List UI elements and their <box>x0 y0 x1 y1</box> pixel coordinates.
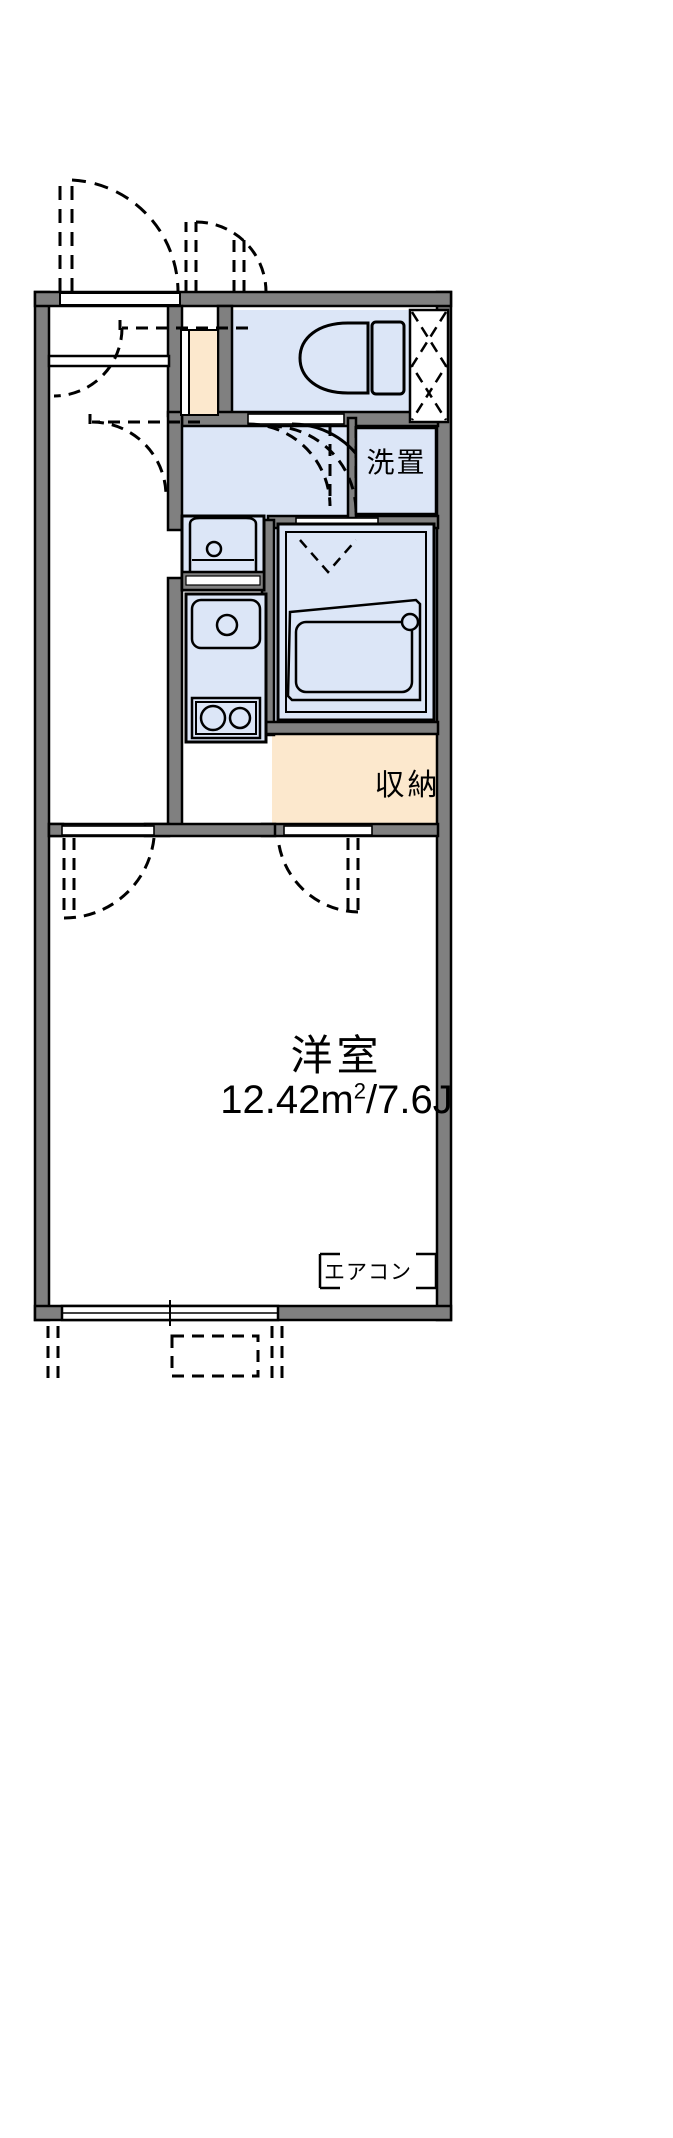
interior-walls <box>47 304 440 838</box>
exterior-hints <box>46 1326 284 1382</box>
kitchen-sink-drain <box>215 613 239 637</box>
entrance-tatami-step <box>188 329 219 416</box>
washer-space-label: 洗置 <box>366 447 427 478</box>
toilet-door-opening <box>247 413 345 425</box>
storage-label: 収納 <box>374 769 441 802</box>
room-door-opening-left <box>61 825 155 836</box>
kitchen-unit <box>184 592 268 744</box>
air-conditioner-label: エアコン <box>324 1261 412 1284</box>
washer-space <box>354 426 438 516</box>
bathtub-faucet <box>400 612 420 632</box>
area-value-suffix: /7.6J <box>365 1078 453 1122</box>
ac-bracket <box>318 1252 438 1290</box>
window-openings-top <box>59 292 181 306</box>
washer-pan <box>354 426 438 516</box>
toilet-fixture <box>298 320 406 396</box>
balcony-window <box>60 1300 280 1326</box>
entrance-door-opening <box>59 292 181 306</box>
main-room-label: 洋室 <box>290 1032 383 1079</box>
shoe-closet <box>408 308 450 424</box>
storage-door-opening <box>283 825 373 836</box>
vanity-base-inner <box>185 575 261 586</box>
entrance-hall-fill <box>48 310 181 830</box>
area-value-prefix: 12.42m <box>220 1078 354 1122</box>
shoe-closet-box <box>408 308 450 424</box>
toilet-tank <box>370 320 406 396</box>
stove-burner-right <box>228 706 252 730</box>
shoe-closet-cross-icon <box>410 311 448 421</box>
main-room-area-label: 12.42m2/7.6J <box>0 1078 673 1123</box>
air-conditioner-mark <box>318 1252 438 1290</box>
storage-fill <box>272 730 438 830</box>
entrance-door-arc <box>71 178 180 293</box>
entrance-door-leaf <box>58 180 74 292</box>
entrance-step-edge <box>180 329 190 416</box>
main-room-door-swings <box>62 837 360 920</box>
washbasin-drain <box>205 540 223 558</box>
area-superscript: 2 <box>353 1078 366 1104</box>
toilet-bowl <box>298 321 370 395</box>
main-room-fill <box>48 835 438 1310</box>
entrance-area <box>58 178 219 416</box>
bathroom-unit <box>276 522 436 722</box>
washbasin-vanity <box>180 514 266 592</box>
stove-burner-left <box>199 704 227 732</box>
exterior-hints-top <box>232 240 246 292</box>
bathtub-inner <box>294 620 414 694</box>
bath-vent-mark <box>299 539 357 574</box>
